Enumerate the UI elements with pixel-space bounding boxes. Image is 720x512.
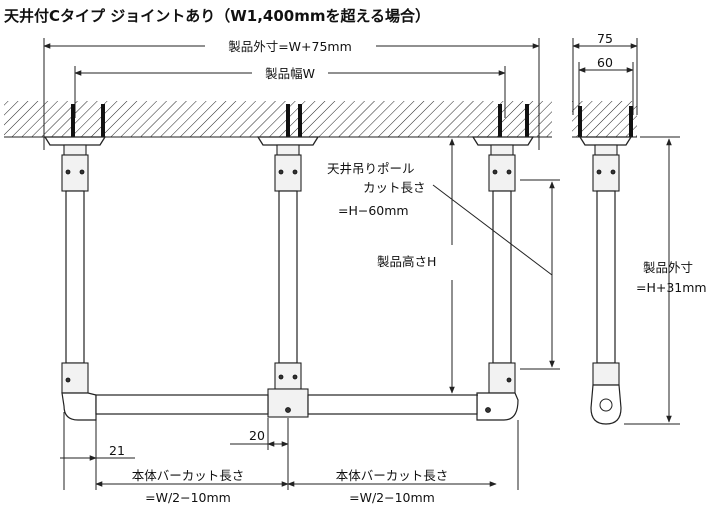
side-outer-line2: =H+31mm [636,280,707,295]
bar-cut-left-line2: =W/2−10mm [145,490,231,505]
dim-height [440,136,478,396]
dim-outer-width [43,38,540,150]
offset-21-label: 21 [109,443,125,458]
pole-cut-line1: 天井吊りポール [327,161,415,176]
main-bar [95,394,478,415]
bar-cut-left-line1: 本体バーカット長さ [132,468,245,483]
diagram-title: 天井付Cタイプ ジョイントあり（W1,400mmを超える場合） [4,7,430,25]
dim-side-depth [572,38,638,115]
ceiling-screws [71,104,633,137]
pole-side-view [578,136,633,425]
pole-cut-line2: カット長さ [363,180,426,195]
side-outer-line1: 製品外寸 [643,260,693,275]
pole-center [256,136,320,418]
ceiling-front [4,101,552,138]
outer-width-label: 製品外寸=W+75mm [228,39,352,54]
offset-20-label: 20 [249,428,265,443]
height-label: 製品高さH [377,254,436,269]
bar-cut-right-line1: 本体バーカット長さ [336,468,449,483]
pole-left [43,136,107,421]
pole-cut-line3: =H−60mm [338,203,409,218]
pole-right [471,136,535,421]
width-label: 製品幅W [265,66,315,81]
bar-cut-right-line2: =W/2−10mm [349,490,435,505]
dim-side-height [624,136,680,425]
depth-outer-label: 75 [597,31,613,46]
dim-pole-cut [432,179,560,370]
dim-offsets [60,412,519,490]
depth-inner-label: 60 [597,55,613,70]
